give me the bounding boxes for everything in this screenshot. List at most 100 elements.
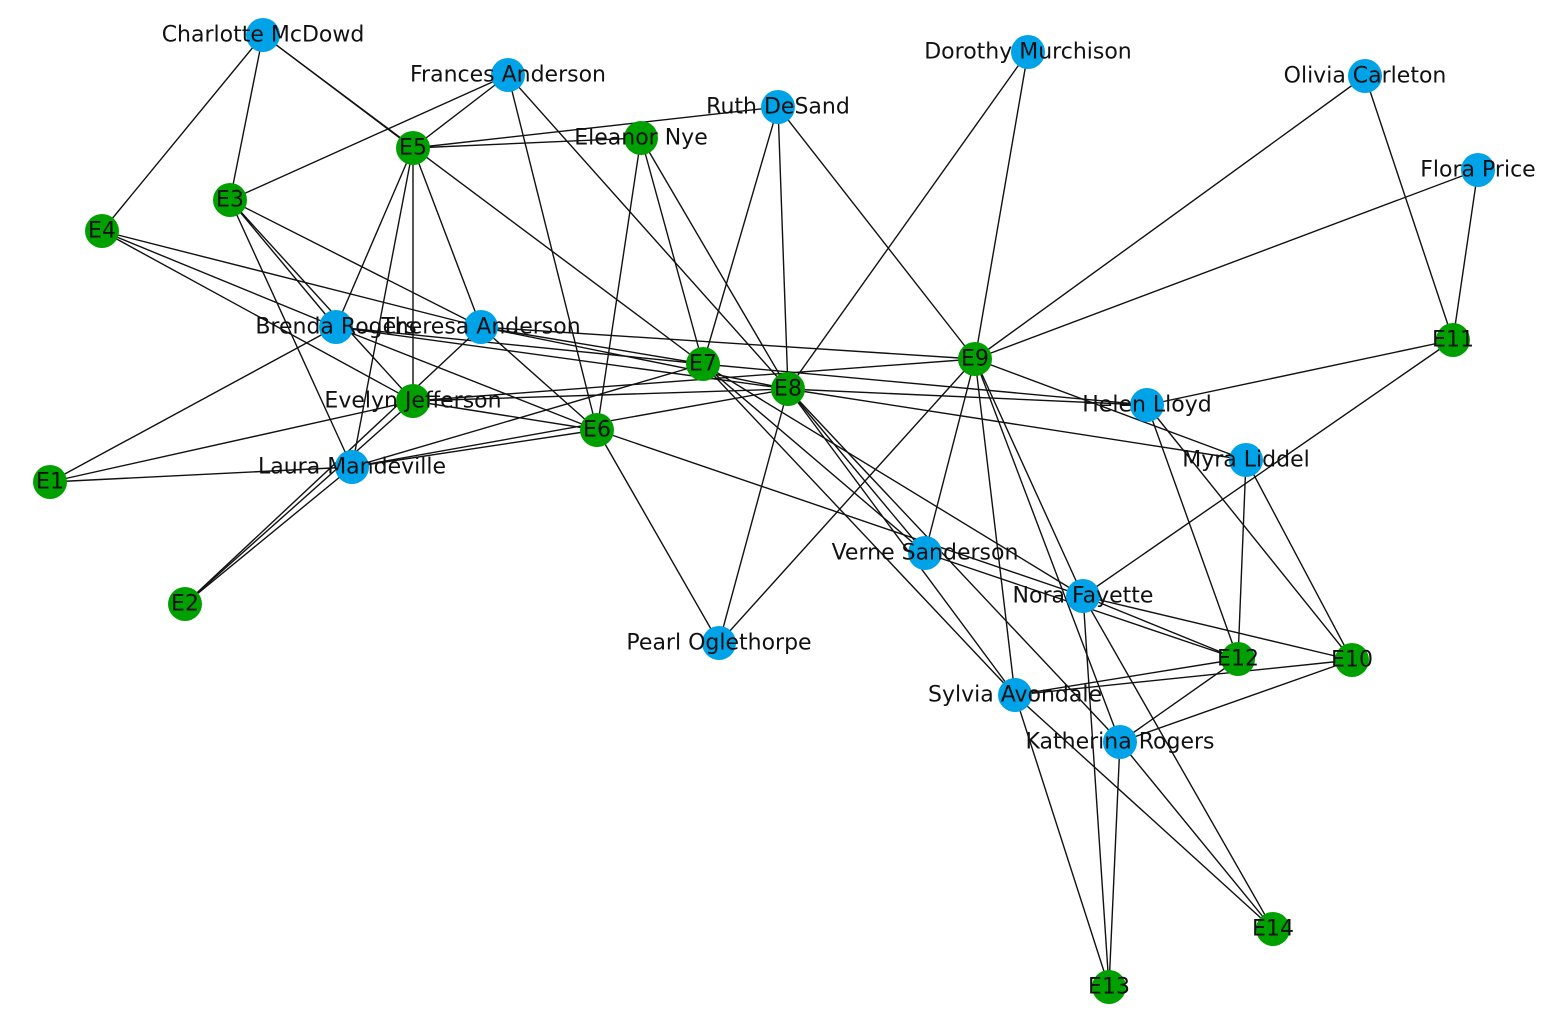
node-theresa-anderson[interactable]: [464, 310, 498, 344]
node-e10[interactable]: [1335, 643, 1369, 677]
edge-pearl-oglethorpe-e9: [718, 358, 976, 644]
node-label-helen-lloyd: Helen Lloyd: [1082, 393, 1211, 418]
edge-myra-liddel-e9: [974, 358, 1247, 461]
edge-myra-liddel-e10: [1245, 459, 1353, 661]
node-label-e9: E9: [961, 347, 989, 372]
node-ruth-desand[interactable]: [761, 90, 795, 124]
node-label-ruth-desand: Ruth DeSand: [706, 95, 850, 120]
edge-laura-mandeville-e6: [351, 429, 598, 468]
edge-sylvia-avondale-e8: [787, 388, 1016, 696]
node-e9[interactable]: [958, 342, 992, 376]
node-e5[interactable]: [396, 131, 430, 165]
edge-sylvia-avondale-e14: [1014, 694, 1274, 930]
edge-flora-price-e9: [974, 169, 1479, 360]
node-e4[interactable]: [85, 214, 119, 248]
node-label-flora-price: Flora Price: [1420, 158, 1535, 183]
node-helen-lloyd[interactable]: [1130, 388, 1164, 422]
edge-myra-liddel-e12: [1237, 459, 1247, 660]
node-label-pearl-oglethorpe: Pearl Oglethorpe: [626, 631, 811, 656]
node-e12[interactable]: [1221, 642, 1255, 676]
edge-brenda-rogers-e1: [49, 326, 337, 483]
node-verne-sanderson[interactable]: [908, 536, 942, 570]
edge-evelyn-jefferson-e4: [101, 230, 414, 402]
edge-dorothy-murchison-e9: [974, 51, 1029, 360]
node-label-sylvia-avondale: Sylvia Avondale: [928, 683, 1102, 708]
node-label-nora-fayette: Nora Fayette: [1013, 584, 1154, 609]
edge-helen-lloyd-e8: [787, 388, 1148, 406]
node-e1[interactable]: [33, 465, 67, 499]
edge-helen-lloyd-e7: [702, 363, 1148, 406]
edge-brenda-rogers-e7: [335, 326, 704, 365]
edge-theresa-anderson-e7: [480, 326, 704, 365]
node-label-katherina-rogers: Katherina Rogers: [1026, 730, 1215, 755]
node-dorothy-murchison[interactable]: [1011, 35, 1045, 69]
edge-nora-fayette-e6: [596, 429, 1084, 597]
edge-sylvia-avondale-e10: [1014, 659, 1353, 696]
node-e2[interactable]: [168, 587, 202, 621]
node-label-e10: E10: [1331, 648, 1373, 673]
edge-charlotte-mcdowd-e4: [101, 34, 264, 232]
node-eleanor-nye[interactable]: [624, 121, 658, 155]
node-label-theresa-anderson: Theresa Anderson: [380, 315, 580, 340]
node-e11[interactable]: [1436, 323, 1470, 357]
node-laura-mandeville[interactable]: [335, 450, 369, 484]
node-e7[interactable]: [686, 347, 720, 381]
edge-flora-price-e11: [1452, 169, 1479, 341]
edge-frances-anderson-e3: [229, 74, 509, 201]
node-e14[interactable]: [1256, 912, 1290, 946]
node-label-e14: E14: [1252, 917, 1294, 942]
edge-helen-lloyd-e12: [1146, 404, 1239, 660]
node-e8[interactable]: [771, 372, 805, 406]
node-label-frances-anderson: Frances Anderson: [410, 63, 606, 88]
node-label-e4: E4: [88, 219, 116, 244]
edge-verne-sanderson-e7: [702, 363, 926, 554]
node-katherina-rogers[interactable]: [1103, 725, 1137, 759]
edge-myra-liddel-e8: [787, 388, 1247, 461]
edge-ruth-desand-e5: [412, 106, 779, 149]
edge-olivia-carleton-e11: [1364, 75, 1454, 341]
node-nora-fayette[interactable]: [1066, 579, 1100, 613]
node-e6[interactable]: [580, 413, 614, 447]
node-label-verne-sanderson: Verne Sanderson: [832, 541, 1019, 566]
node-e13[interactable]: [1092, 970, 1126, 1004]
edge-sylvia-avondale-e13: [1014, 694, 1110, 988]
edge-katherina-rogers-e13: [1108, 741, 1121, 988]
node-brenda-rogers[interactable]: [319, 310, 353, 344]
edge-sylvia-avondale-e7: [702, 363, 1016, 696]
node-evelyn-jefferson[interactable]: [396, 384, 430, 418]
edge-evelyn-jefferson-e2: [184, 400, 414, 605]
edge-ruth-desand-e9: [777, 106, 976, 360]
edge-frances-anderson-e8: [507, 74, 789, 390]
node-frances-anderson[interactable]: [491, 58, 525, 92]
edge-charlotte-mcdowd-e3: [229, 34, 264, 201]
edges-layer: [49, 34, 1479, 988]
node-label-e6: E6: [583, 418, 611, 443]
edge-katherina-rogers-e14: [1119, 741, 1274, 930]
edge-nora-fayette-e12: [1082, 595, 1239, 660]
node-label-olivia-carleton: Olivia Carleton: [1284, 64, 1447, 89]
node-olivia-carleton[interactable]: [1348, 59, 1382, 93]
nodes-layer: [33, 18, 1495, 1004]
edge-eleanor-nye-e8: [640, 137, 789, 390]
edge-nora-fayette-e14: [1082, 595, 1274, 930]
node-label-e2: E2: [171, 592, 199, 617]
node-myra-liddel[interactable]: [1229, 443, 1263, 477]
edge-brenda-rogers-e3: [229, 199, 337, 328]
node-charlotte-mcdowd[interactable]: [246, 18, 280, 52]
edge-nora-fayette-e7: [702, 363, 1084, 597]
edge-nora-fayette-e10: [1082, 595, 1353, 661]
edge-sylvia-avondale-e9: [974, 358, 1016, 696]
node-sylvia-avondale[interactable]: [998, 678, 1032, 712]
node-flora-price[interactable]: [1461, 153, 1495, 187]
edge-laura-mandeville-e5: [351, 147, 414, 468]
node-e3[interactable]: [213, 183, 247, 217]
edge-katherina-rogers-e9: [974, 358, 1121, 743]
node-label-brenda-rogers: Brenda Rogers: [255, 315, 416, 340]
edge-frances-anderson-e6: [507, 74, 598, 431]
node-label-laura-mandeville: Laura Mandeville: [258, 455, 446, 480]
node-pearl-oglethorpe[interactable]: [702, 626, 736, 660]
edge-theresa-anderson-e4: [101, 230, 482, 328]
edge-laura-mandeville-e2: [184, 466, 353, 605]
edge-nora-fayette-e11: [1082, 339, 1454, 597]
